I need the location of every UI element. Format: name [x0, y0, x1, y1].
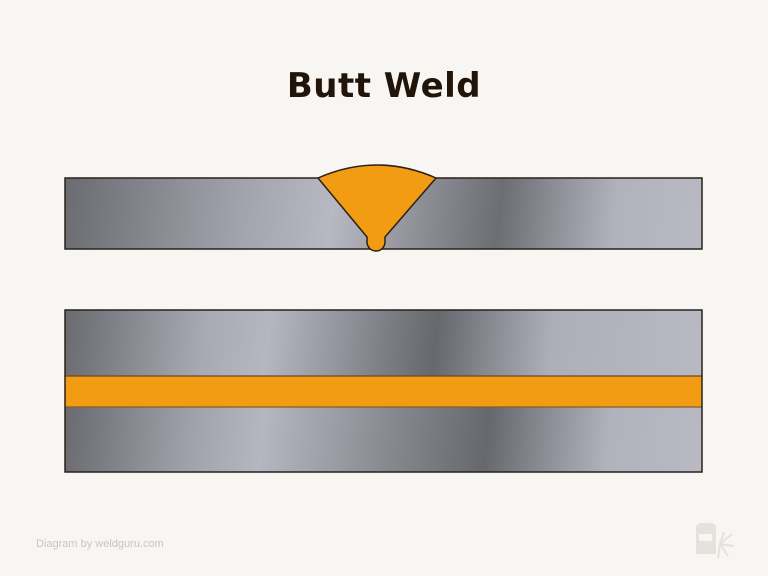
plate-outline: [64, 309, 703, 473]
diagram-title: Butt Weld: [286, 66, 482, 106]
lower-plate: [65, 407, 702, 472]
cross-section-view: [64, 164, 703, 252]
top-view: [64, 309, 703, 473]
weld-bead: [65, 376, 702, 407]
upper-plate: [65, 310, 702, 376]
v-groove-weld: [317, 164, 437, 252]
credit-text: Diagram by weldguru.com: [36, 538, 164, 550]
welding-helmet-icon: [696, 523, 735, 559]
